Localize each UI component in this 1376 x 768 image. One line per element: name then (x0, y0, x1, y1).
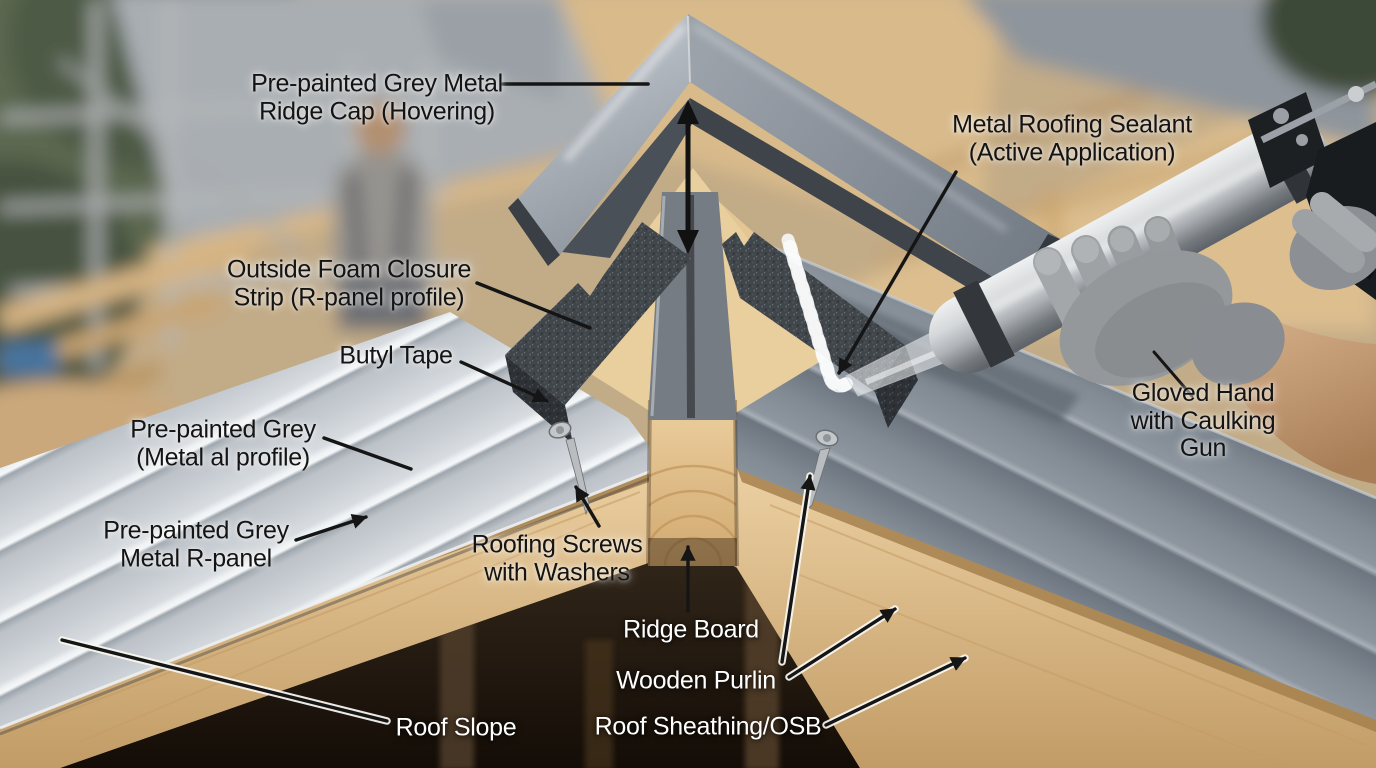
rod-knob (1348, 86, 1364, 102)
ridge-cap-underside-right (690, 98, 1026, 296)
sealant-bead-bumps (781, 233, 853, 393)
panel-edge-shadow (0, 470, 667, 736)
front-glove (1033, 216, 1285, 386)
glove-cuff (1191, 302, 1285, 386)
left-metal-panel (0, 312, 664, 728)
blue-tarp (0, 342, 58, 376)
panel-edge-highlight (759, 240, 1376, 500)
ridge-cap-hem-left (508, 198, 560, 266)
ridge-board (648, 398, 737, 566)
leader-sealant (837, 170, 958, 375)
ridge-cap (508, 14, 1062, 300)
gap-double-arrow (677, 100, 699, 254)
leader-foam-closure (475, 281, 592, 330)
leader-roof-slope (60, 638, 389, 723)
ridge-cap-underside-left (562, 98, 692, 258)
leader-r-panel (294, 514, 368, 542)
right-osb-edge (737, 468, 1376, 732)
wood-grain (769, 504, 1367, 746)
leader-wooden-purlin-1 (780, 474, 816, 664)
rear-glove (1289, 192, 1376, 290)
barrel-front-cap (953, 280, 1015, 368)
flashing-highlight (650, 195, 666, 417)
trees-right (1261, 0, 1376, 95)
halo-leaders (58, 472, 969, 729)
leader-metal-profile (322, 436, 413, 471)
foam-closure-left (505, 222, 692, 405)
board-edge (646, 399, 652, 567)
leader-butyl-tape (459, 360, 549, 403)
leader-lines (58, 82, 1194, 729)
wood-grain (79, 519, 601, 743)
leader-wooden-purlin-2 (787, 607, 897, 679)
leader-roof-sheathing (824, 656, 967, 727)
leader-roofing-screws (574, 485, 601, 528)
ridge-board-grain (648, 464, 737, 566)
ridge-board-shadow (648, 538, 737, 566)
panel-edge-highlight (0, 464, 665, 730)
ridge-cap-left-face (518, 14, 690, 255)
background-worker (333, 102, 429, 330)
caulking-gun (845, 80, 1376, 484)
frame-hole (1296, 134, 1308, 146)
wood-grain (39, 491, 641, 723)
leader-gloved-hand (1152, 350, 1194, 398)
frame-hole (1273, 108, 1289, 124)
left-rake-board (0, 462, 700, 768)
board-edge (733, 399, 739, 567)
